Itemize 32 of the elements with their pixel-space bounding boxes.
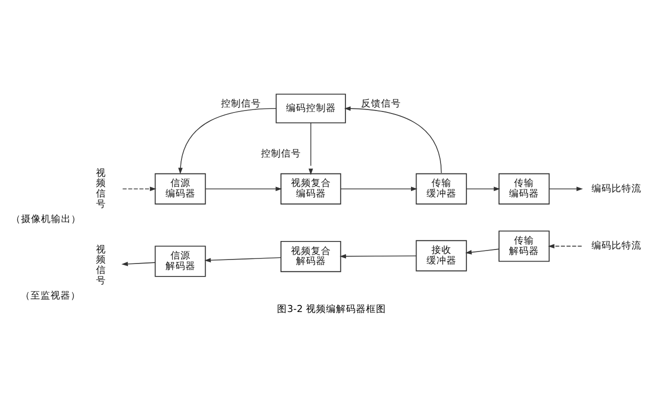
- node-text: 编码比特流: [591, 240, 642, 252]
- arrow: [205, 186, 282, 192]
- arrow: [466, 186, 500, 192]
- node-box: 视频复合解码器: [280, 240, 342, 272]
- arrow: [465, 248, 500, 254]
- edge-label: 控制信号: [220, 98, 261, 110]
- node-box: 信源编码器: [154, 173, 206, 204]
- edge-label: 控制信号: [261, 148, 302, 160]
- node-label: （至监视器）: [20, 290, 81, 302]
- edge-label: 反馈信号: [360, 98, 401, 110]
- arrow: [122, 262, 156, 266]
- arrow: [308, 122, 314, 175]
- arrow: [340, 186, 418, 192]
- caption: 图3-2 视频编解码器框图: [277, 304, 386, 315]
- node-box: 传输解码器: [498, 230, 550, 262]
- node-text: 视频信号: [96, 168, 106, 210]
- node-box: 传输缓冲器: [416, 173, 467, 204]
- arrow: [178, 108, 277, 174]
- arrow: [548, 186, 583, 192]
- node-box: 信源解码器: [154, 246, 206, 277]
- node-text: 视频信号: [96, 244, 106, 286]
- node-box: 视频复合编码器: [280, 173, 342, 204]
- arrow: [204, 257, 282, 262]
- arrow: [548, 244, 582, 248]
- node-box: 传输编码器: [498, 173, 550, 204]
- arrow: [344, 106, 442, 174]
- node-box: 接收缓冲器: [416, 240, 467, 272]
- arrow: [340, 254, 417, 259]
- node-text: 编码比特流: [591, 183, 642, 194]
- arrow: [122, 186, 156, 192]
- node-box: 编码控制器: [276, 94, 346, 124]
- node-label: （摄像机输出）: [10, 214, 81, 225]
